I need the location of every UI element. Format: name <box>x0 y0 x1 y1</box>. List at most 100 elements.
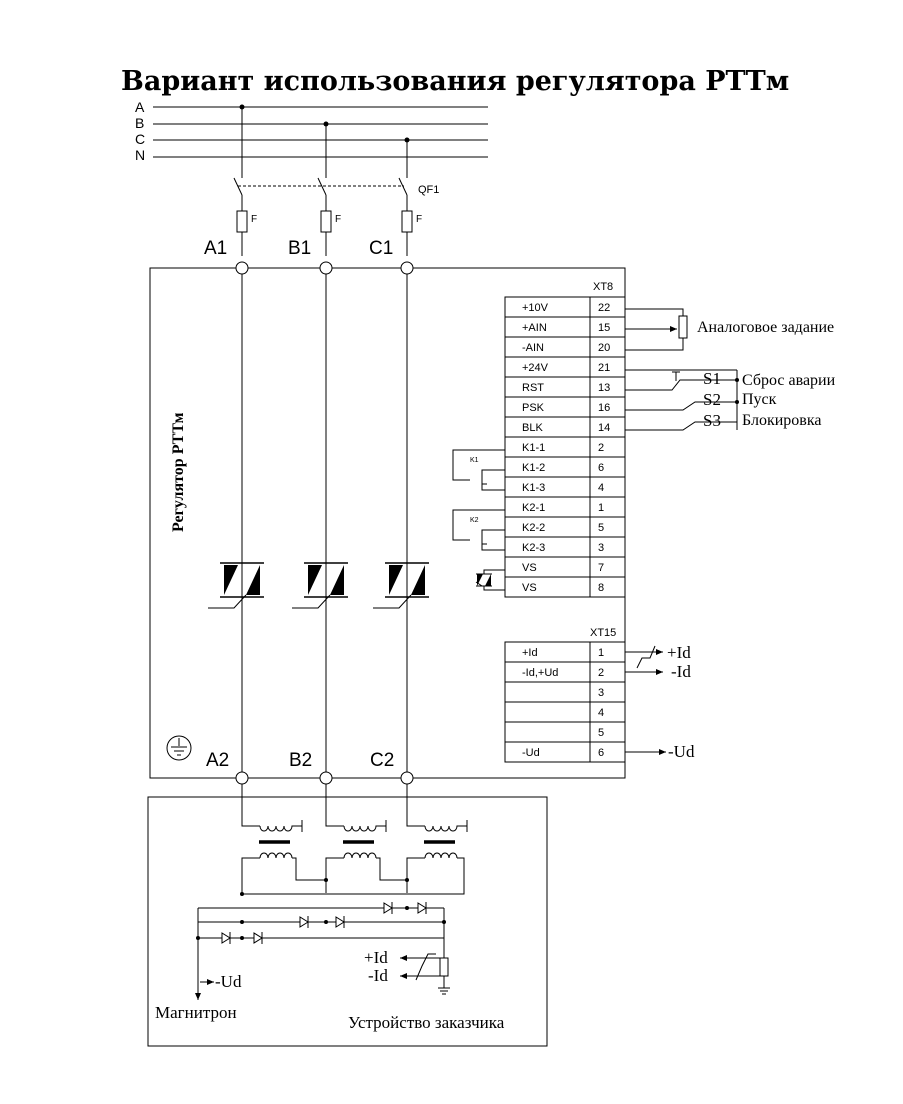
phase-label-b: B <box>135 115 144 131</box>
xt15-pin-cell <box>589 641 626 663</box>
relay-k1: K1 <box>452 449 505 491</box>
xt15-pin-label: 4 <box>598 707 604 719</box>
fuses: F F F <box>236 210 422 233</box>
terminal-label-a2: A2 <box>206 750 229 771</box>
xt8-header: XT8 <box>593 281 613 293</box>
xt8-signal-cell <box>504 416 591 438</box>
xt15-signal-label: +Id <box>522 647 538 659</box>
xt8-pin-label: 14 <box>598 422 610 434</box>
terminal-circle-b1 <box>319 261 333 275</box>
terminal-circle-a2 <box>235 771 249 785</box>
xt8-signal-cell <box>504 476 591 498</box>
xt15-pin-cell <box>589 681 626 703</box>
xt15-pin-label: 2 <box>598 667 604 679</box>
relay-k1-label: K1 <box>470 457 479 464</box>
device-minus-id-label: -Id <box>368 966 388 985</box>
transformer-secondaries <box>240 852 465 896</box>
xt8-pin-cell <box>589 576 626 598</box>
xt8-pin-label: 15 <box>598 322 610 334</box>
terminal-label-b1: B1 <box>288 238 311 259</box>
fuse-label: F <box>416 214 422 225</box>
fuse-label: F <box>335 214 341 225</box>
terminal-circle-c1 <box>400 261 414 275</box>
xt8-signal-label: PSK <box>522 402 545 414</box>
terminal-circle-b2 <box>319 771 333 785</box>
xt8-signal-label: +10V <box>522 302 549 314</box>
xt8-signal-label: K2-1 <box>522 502 545 514</box>
xt8-signal-label: VS <box>522 582 537 594</box>
lockout-label: Блокировка <box>742 412 821 429</box>
switch-s2-label: S2 <box>703 390 721 409</box>
xt8-pin-label: 22 <box>598 302 610 314</box>
xt15-signal-label: -Ud <box>522 747 540 759</box>
xt15-pin-label: 1 <box>598 647 604 659</box>
fuse-c <box>401 210 413 233</box>
customer-device-label: Устройство заказчика <box>348 1013 505 1032</box>
xt8-pin-label: 16 <box>598 402 610 414</box>
triac-b <box>292 562 348 609</box>
xt8-pin-cell <box>589 536 626 558</box>
triac-a <box>208 562 264 609</box>
xt8-pin-label: 8 <box>598 582 604 594</box>
xt8-pin-cell <box>589 556 626 578</box>
xt15-outputs: +Id -Id -Ud <box>625 643 695 761</box>
xt15-pin-cell <box>589 741 626 763</box>
device-plus-id-label: +Id <box>364 948 388 967</box>
fuse-a <box>236 210 248 233</box>
xt8-signal-label: K2-3 <box>522 542 545 554</box>
xt8-pin-label: 1 <box>598 502 604 514</box>
xt8-signal-cell <box>504 376 591 398</box>
rectifier-bridge <box>196 902 446 980</box>
triac-c <box>373 562 429 609</box>
xt15-signal-cell <box>504 701 591 723</box>
xt8-signal-label: K1-2 <box>522 462 545 474</box>
xt15-pin-label: 3 <box>598 687 604 699</box>
xt8-signal-cell <box>504 536 591 558</box>
breaker-label: QF1 <box>418 184 439 196</box>
xt15-header: XT15 <box>590 627 616 639</box>
diagram-title: Вариант использования регулятора РТТм <box>121 66 789 97</box>
xt8-signal-label: K1-1 <box>522 442 545 454</box>
phase-label-n: N <box>135 147 145 163</box>
xt8-pin-cell <box>589 456 626 478</box>
xt15-pin-label: 5 <box>598 727 604 739</box>
xt8-pin-cell <box>589 476 626 498</box>
xt8-signal-label: VS <box>522 562 537 574</box>
xt8-signal-label: -AIN <box>522 342 544 354</box>
xt8-signal-cell <box>504 316 591 338</box>
xt15-signal-label: -Id,+Ud <box>522 667 558 679</box>
xt8-signal-cell <box>504 436 591 458</box>
xt15-signal-cell <box>504 641 591 663</box>
switch-s3-label: S3 <box>703 411 721 430</box>
xt8-signal-cell <box>504 516 591 538</box>
xt8-pin-label: 5 <box>598 522 604 534</box>
regulator-label: Регулятор РТТм <box>170 412 187 532</box>
breaker-qf1: QF1 <box>233 107 439 256</box>
xt8-pin-label: 13 <box>598 382 610 394</box>
xt15-signal-cell <box>504 741 591 763</box>
xt8-signal-label: +AIN <box>522 322 547 334</box>
minus-ud-label: -Ud <box>668 742 695 761</box>
xt8-signal-cell <box>504 556 591 578</box>
xt8-pin-label: 21 <box>598 362 610 374</box>
xt15-pin-cell <box>589 721 626 743</box>
xt8-signal-cell <box>504 456 591 478</box>
xt15-signal-cell <box>504 681 591 703</box>
magnetron-label: Магнитрон <box>155 1003 237 1022</box>
xt8-signal-cell <box>504 396 591 418</box>
switch-s1-label: S1 <box>703 369 721 388</box>
shunt <box>400 953 450 995</box>
phase-label-c: C <box>135 131 145 147</box>
terminal-label-c1: C1 <box>369 238 393 259</box>
control-switches: S1 S2 S3 Сброс аварии Пуск Блокировка <box>625 369 836 431</box>
xt15-pin-cell <box>589 661 626 683</box>
relay-k2-label: K2 <box>470 517 479 524</box>
terminal-circle-a1 <box>235 261 249 275</box>
fault-reset-label: Сброс аварии <box>742 372 836 389</box>
phase-bus: A B C N <box>135 99 488 163</box>
device-minus-ud-label: -Ud <box>215 972 242 991</box>
terminal-label-b2: B2 <box>289 750 312 771</box>
